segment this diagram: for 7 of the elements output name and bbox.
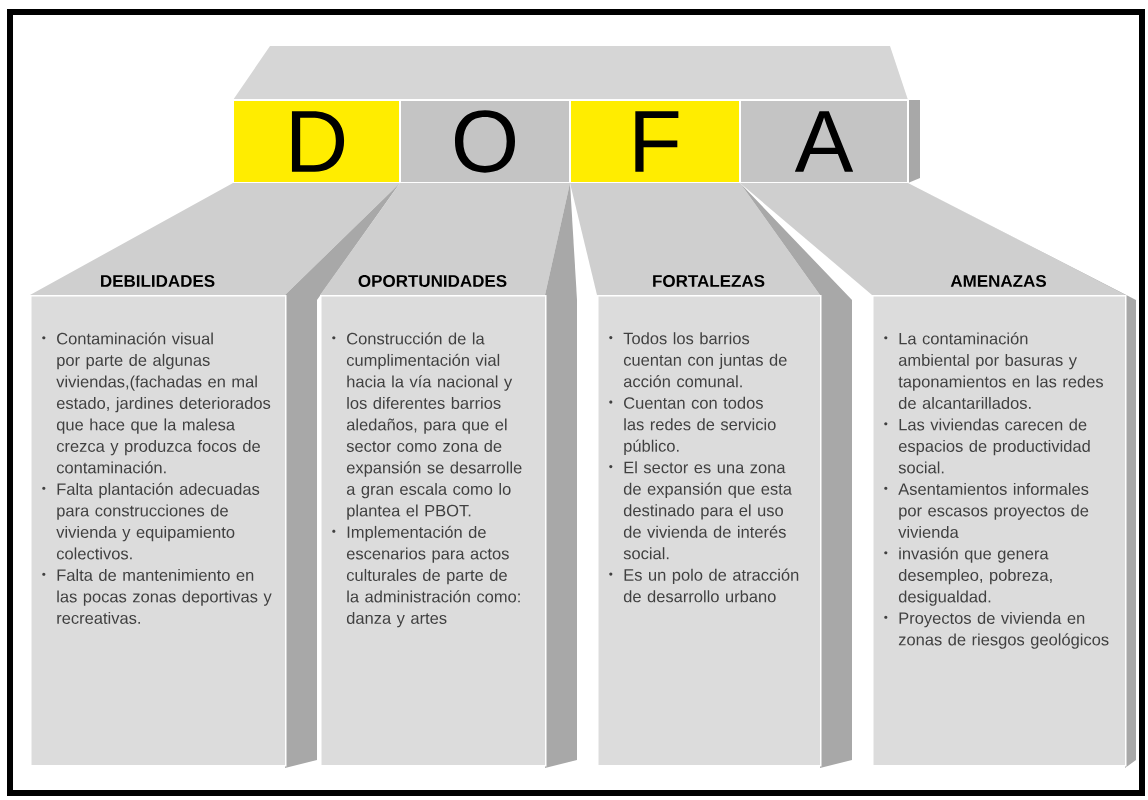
letter-box: A [739, 99, 909, 184]
column-heading: FORTALEZAS [653, 275, 765, 287]
letter-box: F [569, 99, 741, 184]
letter-box: O [399, 99, 571, 184]
column-heading: OPORTUNIDADES [358, 275, 507, 287]
letter-box: D [232, 99, 401, 184]
column-heading: DEBILIDADES [101, 275, 215, 287]
